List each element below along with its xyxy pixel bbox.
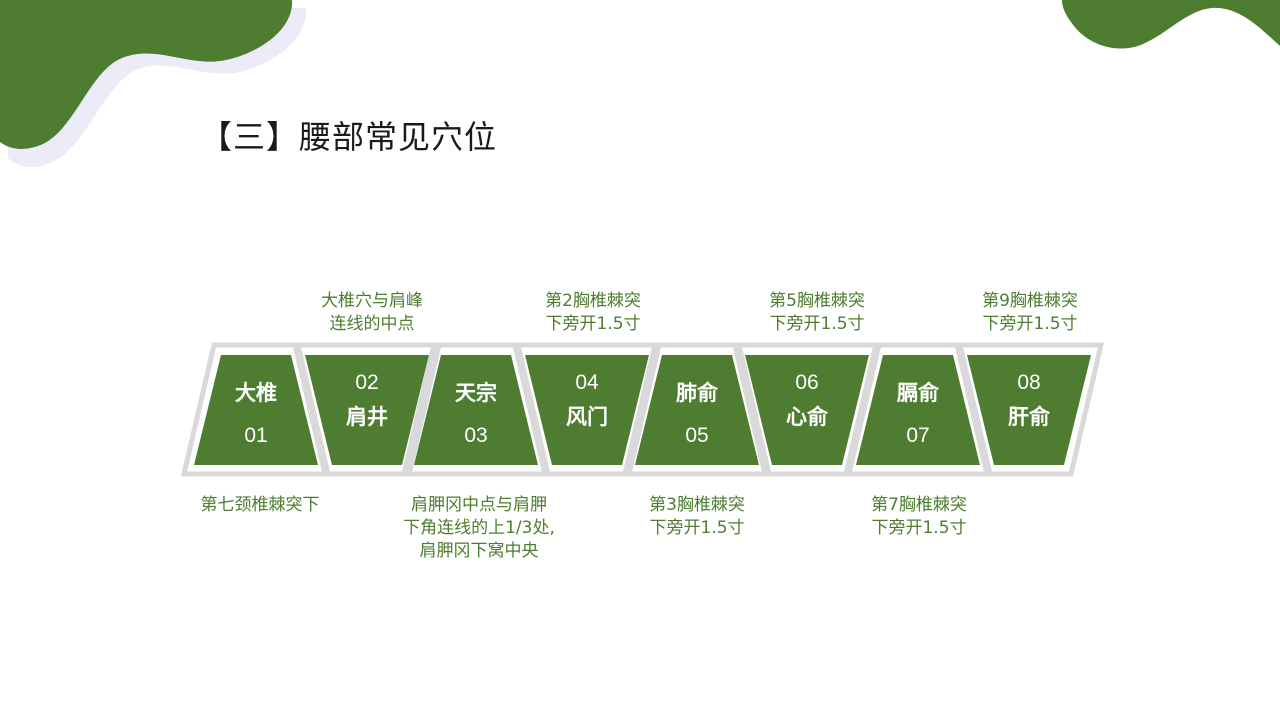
point-desc-02: 大椎穴与肩峰连线的中点 (321, 291, 423, 334)
step-name: 肩井 (346, 405, 388, 429)
step-name: 膈俞 (896, 381, 940, 405)
step-name: 心俞 (786, 405, 829, 429)
step-number: 02 (355, 371, 378, 394)
point-desc-08: 第9胸椎棘突下旁开1.5寸 (982, 291, 1078, 334)
point-desc-06: 第5胸椎棘突下旁开1.5寸 (769, 291, 865, 334)
acupoint-step-08: 肝俞 08 (953, 342, 1105, 477)
acupoint-step-06: 心俞 06 (731, 342, 883, 477)
page-title: 【三】腰部常见穴位 (200, 118, 498, 156)
point-desc-05: 第3胸椎棘突下旁开1.5寸 (649, 495, 745, 538)
step-name: 天宗 (455, 381, 497, 405)
step-shape (525, 355, 649, 465)
acupoint-step-07: 膈俞 07 (842, 342, 994, 477)
step-number: 04 (575, 371, 599, 394)
step-shape (967, 355, 1091, 465)
step-shape (635, 355, 759, 465)
step-number: 05 (685, 424, 708, 447)
step-number: 07 (906, 424, 929, 447)
point-desc-03: 肩胛冈中点与肩胛下角连线的上1/3处,肩胛冈下窝中央 (403, 495, 555, 561)
step-name: 风门 (566, 405, 608, 429)
step-shape (305, 355, 429, 465)
step-number: 08 (1017, 371, 1040, 394)
step-name: 肺俞 (676, 381, 719, 405)
acupoint-step-01: 大椎 01 (180, 342, 332, 477)
step-number: 06 (795, 371, 818, 394)
acupoint-step-04: 风门 04 (511, 342, 663, 477)
point-desc-04: 第2胸椎棘突下旁开1.5寸 (545, 291, 641, 334)
step-number: 03 (464, 424, 487, 447)
point-desc-01: 第七颈椎棘突下 (200, 495, 320, 515)
step-number: 01 (244, 424, 267, 447)
step-shape (745, 355, 869, 465)
step-frame (953, 342, 1105, 477)
point-desc-07: 第7胸椎棘突下旁开1.5寸 (871, 495, 967, 538)
step-name: 肝俞 (1008, 405, 1051, 429)
step-shape (856, 355, 980, 465)
step-shape (414, 355, 538, 465)
step-shape (194, 355, 318, 465)
step-name: 大椎 (235, 381, 277, 405)
acupoint-step-02: 肩井 02 (291, 342, 443, 477)
